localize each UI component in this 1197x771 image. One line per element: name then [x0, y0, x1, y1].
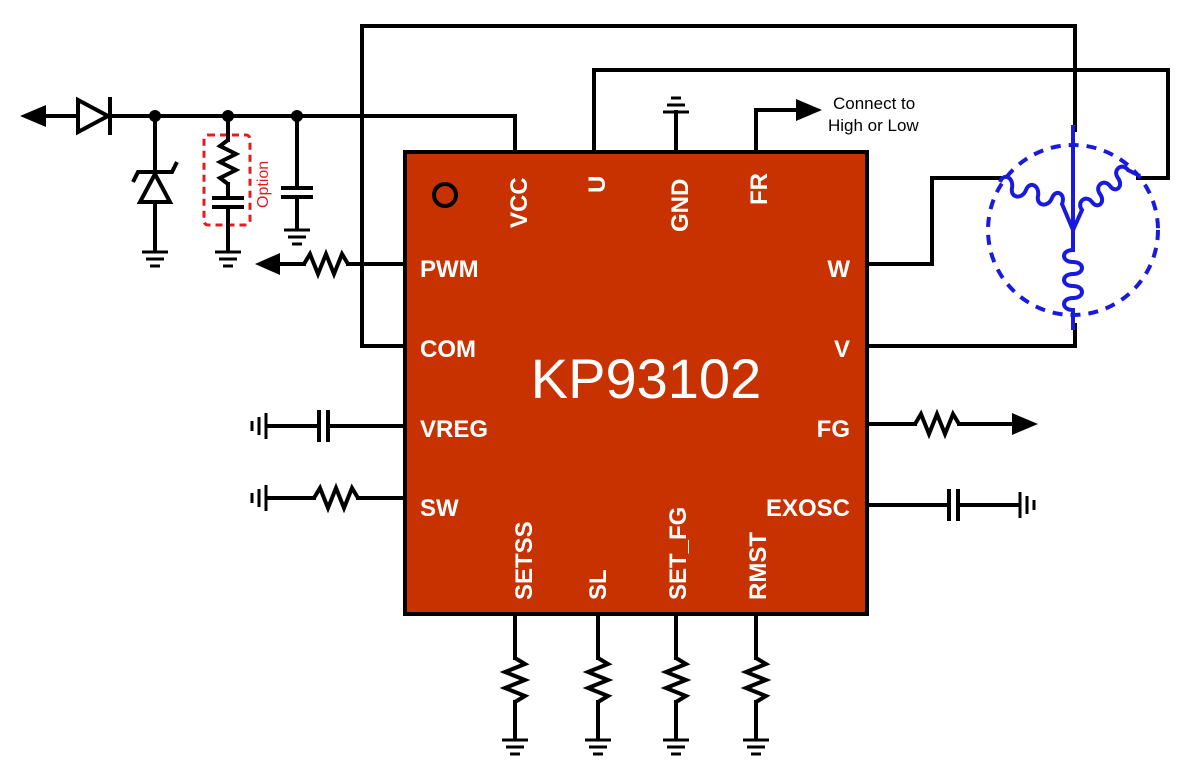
ground-icon: [142, 250, 168, 268]
pwm-net: [255, 248, 407, 280]
zener-diode-icon: [131, 114, 179, 252]
fr-note-line2: High or Low: [828, 116, 919, 135]
motor-icon: [986, 125, 1160, 330]
pin1-marker: [432, 182, 458, 208]
pin-label-set-fg: SET_FG: [665, 507, 692, 600]
gnd-pin-net: [663, 96, 689, 154]
pin-label-u: U: [584, 176, 611, 193]
ground-icon: [215, 250, 241, 268]
vcc-net: [20, 105, 517, 154]
pin-label-setss: SETSS: [511, 521, 538, 600]
v-net: [865, 323, 1077, 348]
capacitor-icon: [281, 114, 313, 230]
fg-net: [865, 408, 1038, 440]
setss-net: [499, 612, 531, 756]
pin-label-vreg: VREG: [420, 416, 488, 443]
set-fg-net: [660, 612, 692, 756]
diode-icon: [76, 96, 113, 136]
pin-label-v: V: [834, 336, 850, 363]
pin-label-vcc: VCC: [506, 177, 533, 228]
rmst-net: [740, 612, 772, 756]
chip-body: [403, 150, 869, 616]
pin-label-exosc: EXOSC: [766, 495, 850, 522]
capacitor-icon: [212, 196, 244, 252]
pin-label-fr: FR: [746, 173, 773, 205]
u-net: [592, 68, 1170, 180]
arrow-right-icon: [796, 99, 822, 121]
com-net: [360, 24, 1077, 348]
resistor-icon: [215, 114, 241, 198]
ground-icon: [284, 228, 310, 246]
pin-label-pwm: PWM: [420, 256, 479, 283]
arrow-right-icon: [1012, 413, 1038, 435]
arrow-left-icon: [255, 253, 280, 275]
chip-name: KP93102: [531, 347, 761, 410]
pin-label-sl: SL: [585, 569, 612, 600]
sw-net: [250, 482, 407, 514]
pin-label-com: COM: [420, 336, 476, 363]
pin-label-rmst: RMST: [745, 532, 772, 600]
w-net: [865, 176, 1002, 266]
vreg-net: [250, 410, 407, 442]
fr-note-line1: Connect to: [833, 94, 915, 113]
sl-net: [582, 612, 614, 756]
option-label: Option: [255, 161, 272, 208]
fr-net: [754, 99, 822, 154]
pin-label-sw: SW: [420, 495, 459, 522]
pin-label-gnd: GND: [667, 179, 694, 232]
arrow-left-icon: [20, 105, 46, 127]
pin-label-w: W: [827, 256, 850, 283]
pin-label-fg: FG: [817, 416, 850, 443]
exosc-net: [865, 489, 1036, 521]
